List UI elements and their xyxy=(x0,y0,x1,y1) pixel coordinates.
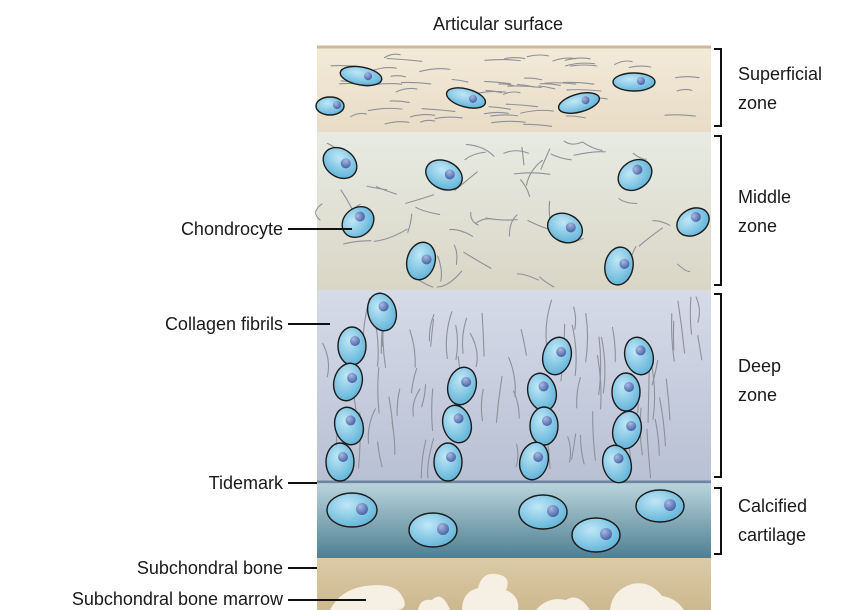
superficial-zone-brace xyxy=(714,48,722,127)
middle-zone-block xyxy=(317,132,711,290)
deep-zone-brace xyxy=(714,293,722,478)
cell-membrane xyxy=(612,373,640,411)
subchondral-bone-leader-line xyxy=(288,567,317,569)
chondrocyte-label: Chondrocyte xyxy=(181,218,283,240)
cell-nucleus xyxy=(600,528,612,540)
zone-label-line: Deep xyxy=(738,352,781,381)
cell-membrane xyxy=(338,327,366,365)
chondrocyte-cell xyxy=(434,443,462,481)
chondrocyte-cell xyxy=(636,490,684,522)
superficial-zone-label: Superficial zone xyxy=(738,60,822,118)
zone-label-line: Superficial xyxy=(738,60,822,89)
chondrocyte-cell xyxy=(338,327,366,365)
cell-nucleus xyxy=(356,503,368,515)
articular-surface-title: Articular surface xyxy=(433,13,563,35)
cell-membrane xyxy=(572,518,620,552)
cell-nucleus xyxy=(547,505,559,517)
middle-zone-label: Middle zone xyxy=(738,183,791,241)
subchondral-bone-marrow-leader-line xyxy=(288,599,366,601)
collagen-fibrils-leader-line xyxy=(288,323,330,325)
tidemark-leader-line xyxy=(288,482,317,484)
chondrocyte-cell xyxy=(613,73,655,91)
zone-label-line: zone xyxy=(738,89,822,118)
cell-membrane xyxy=(613,73,655,91)
cell-nucleus xyxy=(542,416,552,426)
chondrocyte-cell xyxy=(530,407,558,445)
zone-label-line: zone xyxy=(738,212,791,241)
zone-label-line: Middle xyxy=(738,183,791,212)
chondrocyte-cell xyxy=(612,373,640,411)
cell-nucleus xyxy=(338,452,348,462)
cell-nucleus xyxy=(437,523,449,535)
chondrocyte-cell xyxy=(409,513,457,547)
subchondral-bone-marrow-label: Subchondral bone marrow xyxy=(72,588,283,610)
tidemark-label: Tidemark xyxy=(209,472,283,494)
middle-zone-brace xyxy=(714,135,722,286)
cell-nucleus xyxy=(624,382,634,392)
calcified-cartilage-label: Calcified cartilage xyxy=(738,492,807,550)
cell-membrane xyxy=(327,493,377,527)
cell-membrane xyxy=(530,407,558,445)
cell-nucleus xyxy=(350,336,360,346)
chondrocyte-cell xyxy=(519,495,567,529)
cell-membrane xyxy=(434,443,462,481)
cell-nucleus xyxy=(446,452,456,462)
cell-membrane xyxy=(409,513,457,547)
chondrocyte-cell xyxy=(326,443,354,481)
chondrocyte-cell xyxy=(572,518,620,552)
deep-zone-label: Deep zone xyxy=(738,352,781,410)
collagen-fibrils-label: Collagen fibrils xyxy=(165,313,283,335)
cell-membrane xyxy=(519,495,567,529)
subchondral-bone-label: Subchondral bone xyxy=(137,557,283,579)
chondrocyte-cell xyxy=(316,97,344,115)
cell-membrane xyxy=(636,490,684,522)
chondrocyte-cell xyxy=(327,493,377,527)
zone-label-line: cartilage xyxy=(738,521,807,550)
calcified-cartilage-brace xyxy=(714,487,722,555)
cell-nucleus xyxy=(664,499,676,511)
cell-membrane xyxy=(326,443,354,481)
zone-label-line: zone xyxy=(738,381,781,410)
chondrocyte-leader-line xyxy=(288,228,352,230)
cell-nucleus xyxy=(637,77,645,85)
cell-nucleus xyxy=(333,101,341,109)
zone-label-line: Calcified xyxy=(738,492,807,521)
